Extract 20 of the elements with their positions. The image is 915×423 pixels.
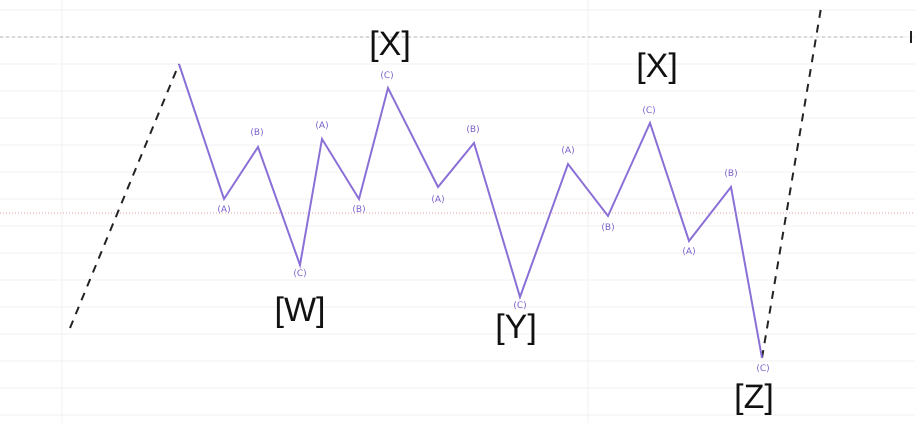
wave-point-label: (A)	[315, 122, 329, 131]
wave-degree-label: [X]	[369, 27, 411, 61]
wave-point-label: (C)	[756, 365, 770, 374]
wave-degree-label: [Z]	[734, 380, 774, 414]
wave-degree-label: [W]	[274, 293, 326, 327]
wave-point-label: (A)	[431, 196, 445, 205]
wave-degree-label: [X]	[636, 49, 678, 83]
wave-point-label: (C)	[513, 302, 527, 311]
wave-point-label: (B)	[352, 206, 366, 215]
wave-point-label: (B)	[724, 170, 738, 179]
wave-point-label: (C)	[293, 270, 307, 279]
wave-point-label: (B)	[250, 129, 264, 138]
wave-point-label: (A)	[682, 248, 696, 257]
wave-degree-label: [Y]	[495, 310, 537, 344]
wave-point-label: (A)	[561, 147, 575, 156]
wave-point-label: (B)	[466, 126, 480, 135]
wave-point-label: (A)	[217, 206, 231, 215]
wave-point-label: (C)	[642, 107, 656, 116]
wave-point-label: (C)	[380, 72, 394, 81]
wave-point-label: (B)	[601, 224, 615, 233]
